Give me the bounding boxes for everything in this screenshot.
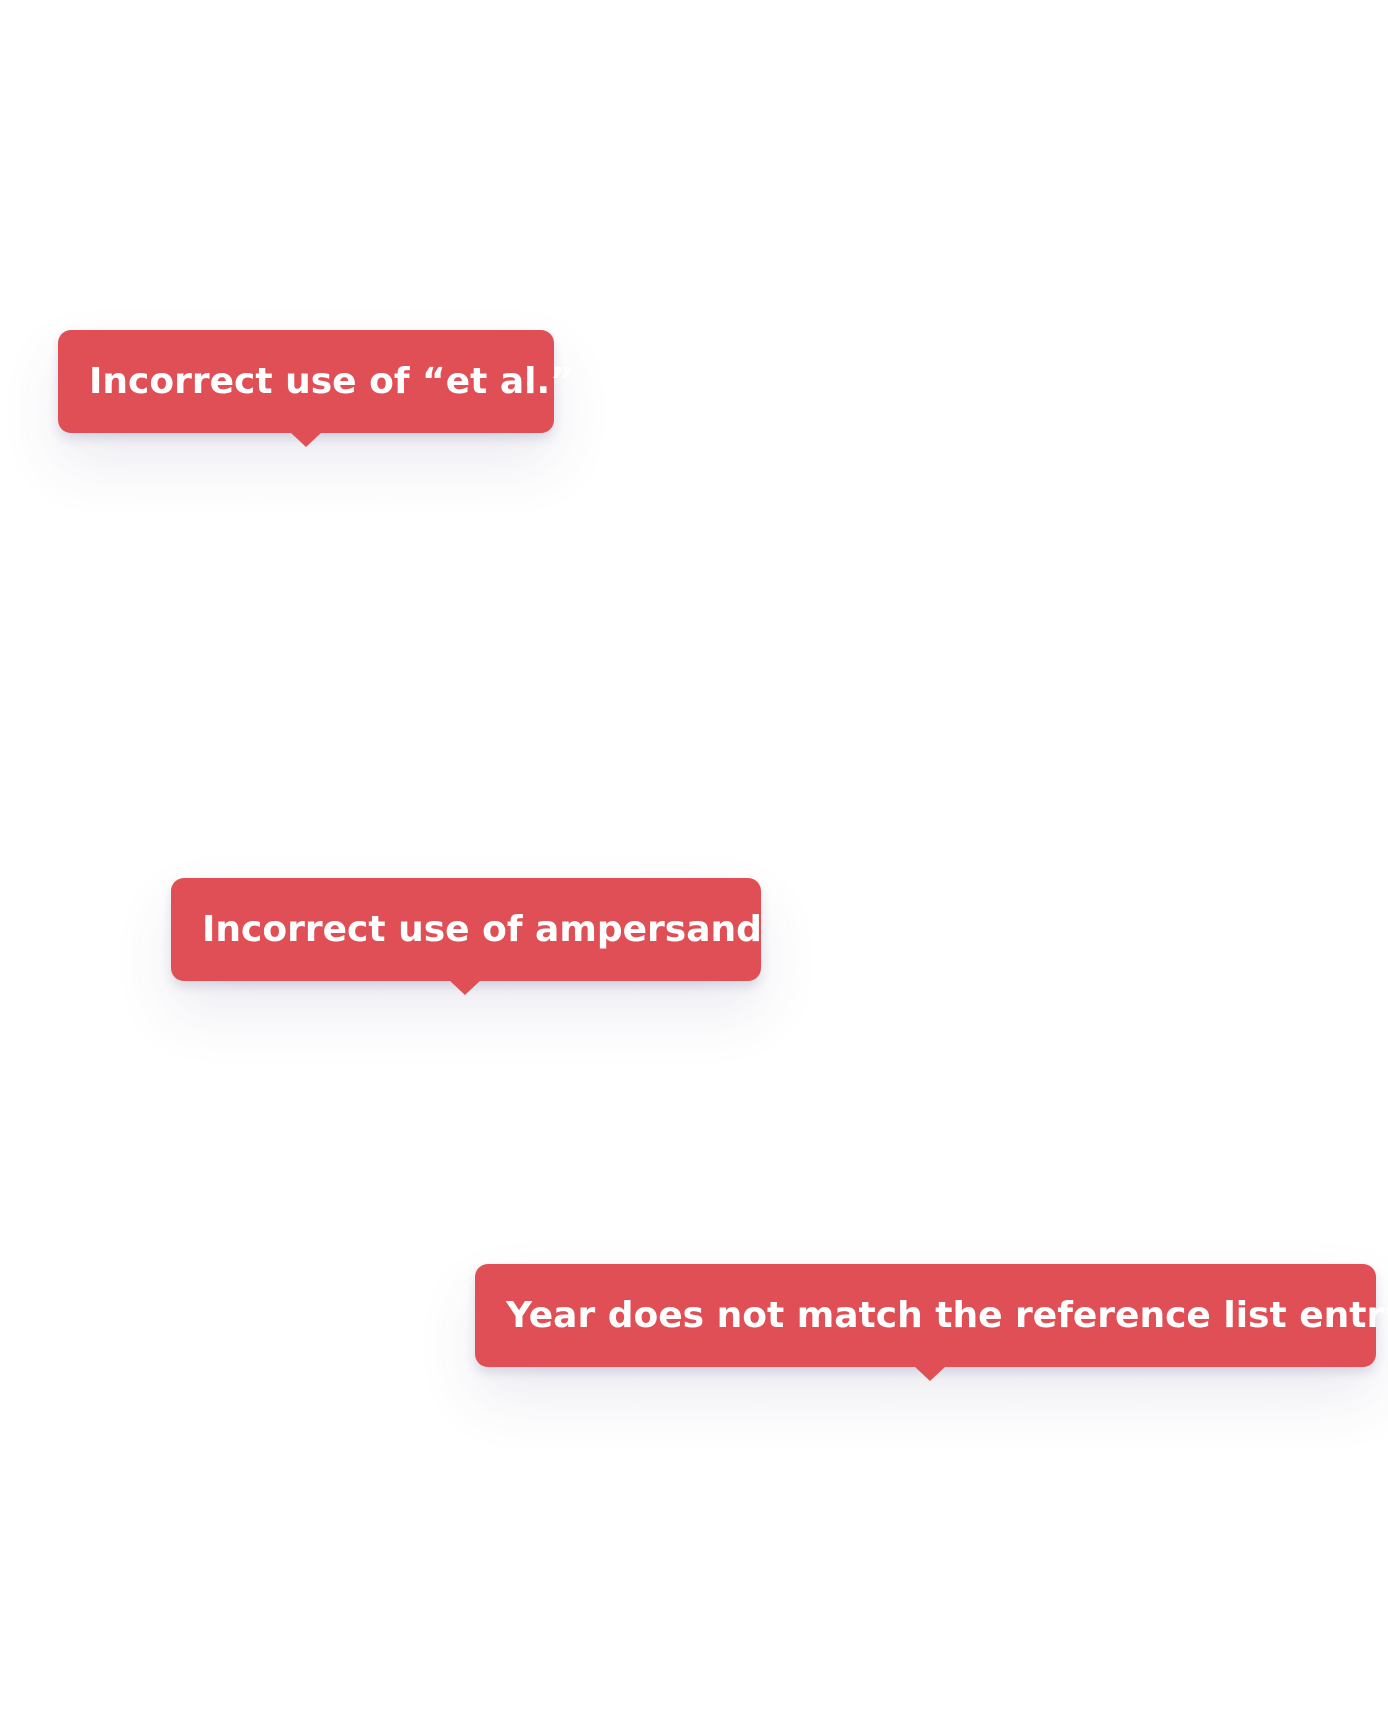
tooltip-message: Incorrect use of ampersand [202,908,762,950]
error-tooltip-year-mismatch: Year does not match the reference list e… [475,1264,1388,1381]
tooltip-pointer [449,980,481,995]
error-tooltip-et-al: Incorrect use of “et al.” [58,330,574,447]
error-tooltip-ampersand: Incorrect use of ampersand [171,878,762,995]
tooltip-pointer [914,1366,946,1381]
tooltip-message: Year does not match the reference list e… [506,1294,1388,1336]
tooltip-message: Incorrect use of “et al.” [89,360,574,402]
tooltip-pointer [290,432,322,447]
